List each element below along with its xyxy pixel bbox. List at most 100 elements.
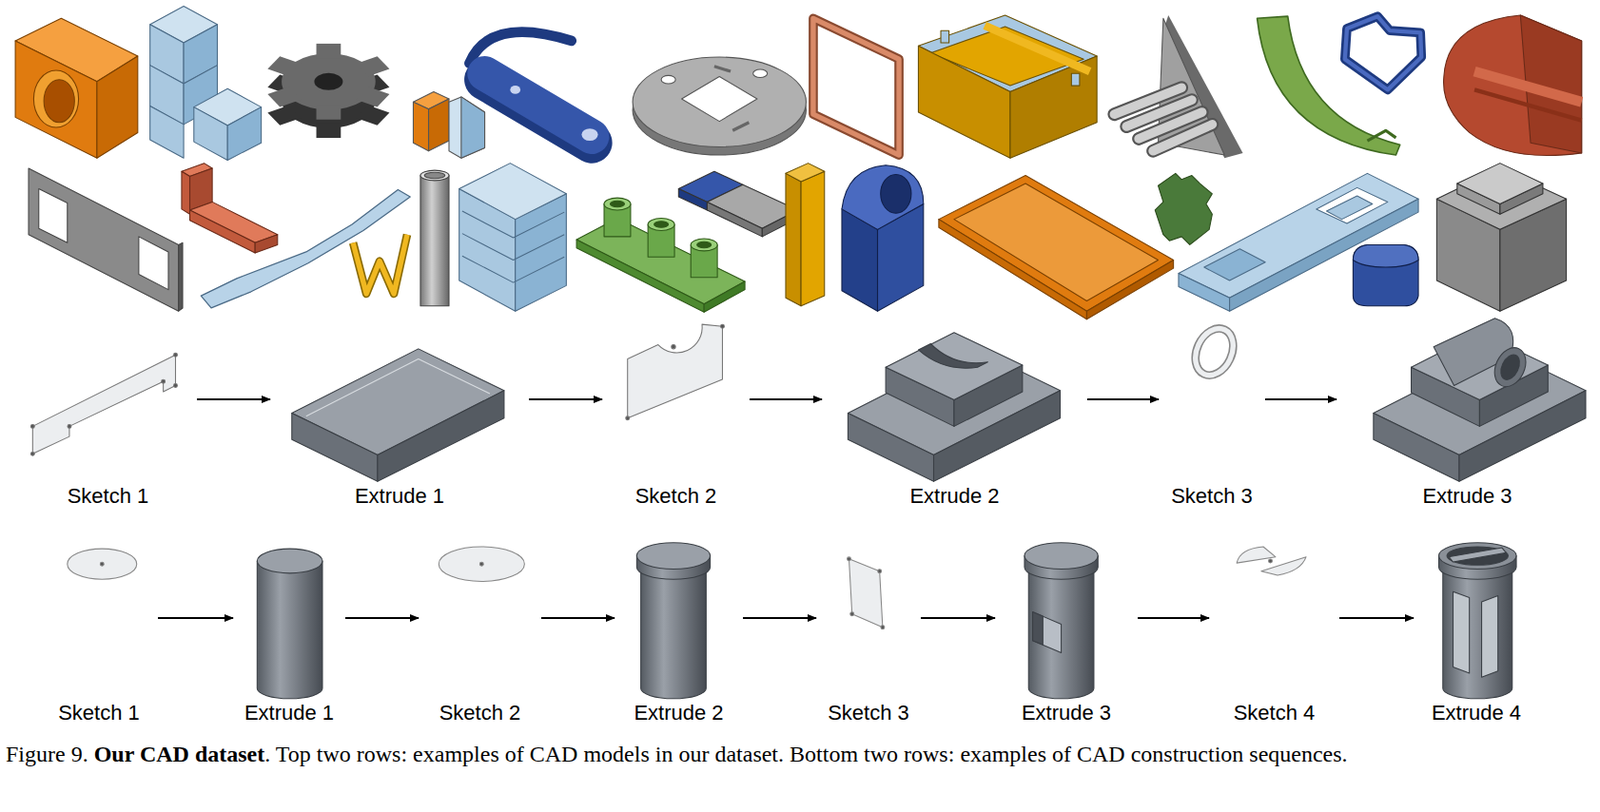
puzzle-model-part — [1154, 173, 1212, 245]
sketch-segments-part — [1268, 559, 1273, 564]
sequence-arrow — [1137, 617, 1210, 620]
stacked-cubes-model — [150, 5, 262, 160]
plate-model-part — [138, 236, 169, 291]
tube-model-part — [420, 170, 449, 181]
l-bracket-model — [181, 163, 278, 254]
extrude-cylinder — [256, 548, 323, 700]
blue-arm-model-part — [509, 85, 521, 95]
long-plate-model — [1178, 173, 1419, 312]
extrude-slotted-cylinder — [1024, 543, 1098, 700]
sketch-ring-part — [1188, 322, 1241, 382]
sketch-circle-part — [438, 546, 525, 582]
extrude-cage-cylinder-part — [1448, 547, 1506, 563]
orange-block-model-part — [97, 56, 138, 158]
gear-model-part-part — [316, 43, 342, 59]
step-label: Sketch 1 — [26, 484, 190, 509]
plate-model — [28, 168, 183, 312]
sketch-rectangle-part — [880, 625, 885, 630]
extrude-final-part — [1497, 351, 1523, 384]
extrude-slotted-cylinder-part — [1028, 571, 1094, 700]
disc-model — [632, 57, 806, 156]
sketch-profile-part — [625, 416, 630, 421]
blue-arm-model — [468, 32, 598, 144]
arc-model-part — [1366, 130, 1396, 141]
plate-model-part — [178, 242, 183, 312]
sketch-profile-part — [174, 384, 178, 389]
construction-step: Sketch 3 — [823, 542, 914, 726]
sketch-profile-part — [67, 424, 72, 429]
sketch-circle-part — [99, 562, 104, 566]
sequence-arrow — [528, 398, 603, 401]
sequence-arrow — [742, 617, 817, 620]
extrude-slotted-cylinder-part — [1024, 543, 1098, 570]
step-label: Sketch 1 — [47, 701, 151, 726]
plate-model-part — [28, 168, 179, 312]
sketch-profile-part — [671, 345, 676, 350]
gear-model-part-part — [355, 86, 390, 107]
sketch-rectangle — [847, 557, 885, 630]
stacked-cubes-model-part — [194, 107, 228, 161]
construction-step: Extrude 1 — [277, 318, 522, 509]
step-label: Sketch 2 — [609, 484, 742, 509]
sequence-arrow — [541, 617, 615, 620]
gear-model-part — [313, 73, 343, 91]
plate-model-part — [39, 188, 68, 243]
extrude-step — [847, 332, 1060, 483]
construction-step: Sketch 2 — [609, 318, 742, 509]
sequence-arrow — [920, 617, 996, 620]
sketch-segments-part — [1236, 546, 1276, 564]
yellow-bar-model-part — [785, 163, 825, 182]
disc-model-part — [714, 66, 731, 72]
triangle-tubes-model — [1113, 15, 1243, 158]
dome-model-part — [1443, 15, 1582, 156]
w-model-part — [352, 234, 408, 294]
gear-model-part-part — [267, 56, 301, 77]
extrude-cage-cylinder — [1439, 543, 1518, 700]
extrude-cage-cylinder-part — [1453, 591, 1470, 674]
gear-model-part-part — [355, 105, 390, 126]
extrude-capped-cylinder-part — [636, 543, 710, 570]
sequence-arrow — [345, 617, 419, 620]
tray-model-part — [984, 25, 1090, 72]
heart-model-part — [1345, 16, 1422, 90]
blue-block-model-part — [841, 165, 924, 231]
orange-tray-model-part — [954, 183, 1159, 301]
sketch-circle — [67, 548, 137, 580]
extrude-cylinder-part — [256, 561, 323, 700]
dome-model-part — [1474, 89, 1582, 120]
green-plate-model-part — [604, 197, 631, 211]
shelf-model — [459, 163, 567, 313]
step-label: Sketch 2 — [426, 701, 534, 726]
sketch-segments — [1236, 546, 1307, 576]
sequence-arrow — [1265, 398, 1337, 401]
gear-model-part-part — [267, 86, 301, 107]
sketch-profile — [625, 324, 725, 421]
green-plate-model-part — [690, 238, 718, 252]
rounded-square-model-part — [1352, 244, 1419, 306]
sketch-profile-part — [161, 379, 166, 384]
figure-caption: Figure 9. Our CAD dataset. Top two rows:… — [5, 740, 1593, 770]
sketch-ring-part — [1188, 322, 1241, 382]
sketch-profile — [30, 352, 177, 456]
disc-model-part — [753, 69, 768, 79]
gear-model-part-part — [267, 105, 301, 126]
l-bracket-model-part — [190, 210, 256, 254]
extrude-cage-cylinder-part — [1446, 546, 1508, 566]
step-label: Extrude 2 — [829, 484, 1080, 509]
extrude-slab — [292, 349, 505, 482]
sketch-rectangle-part — [848, 559, 882, 628]
sequence-arrow — [157, 617, 234, 620]
small-bracket-model-part — [448, 97, 486, 158]
blue-block-model-part — [880, 174, 912, 214]
triangle-tubes-model-part — [1113, 87, 1212, 152]
heart-model — [1345, 16, 1422, 90]
orange-block-model — [15, 18, 138, 158]
tray-model-part — [1071, 73, 1080, 86]
orange-tray-model-part — [1086, 260, 1173, 320]
extrude-final-part — [1373, 412, 1460, 482]
extrude-slotted-cylinder-part — [1033, 612, 1044, 645]
yellow-bar-model — [785, 163, 825, 307]
gear-model — [267, 43, 390, 138]
